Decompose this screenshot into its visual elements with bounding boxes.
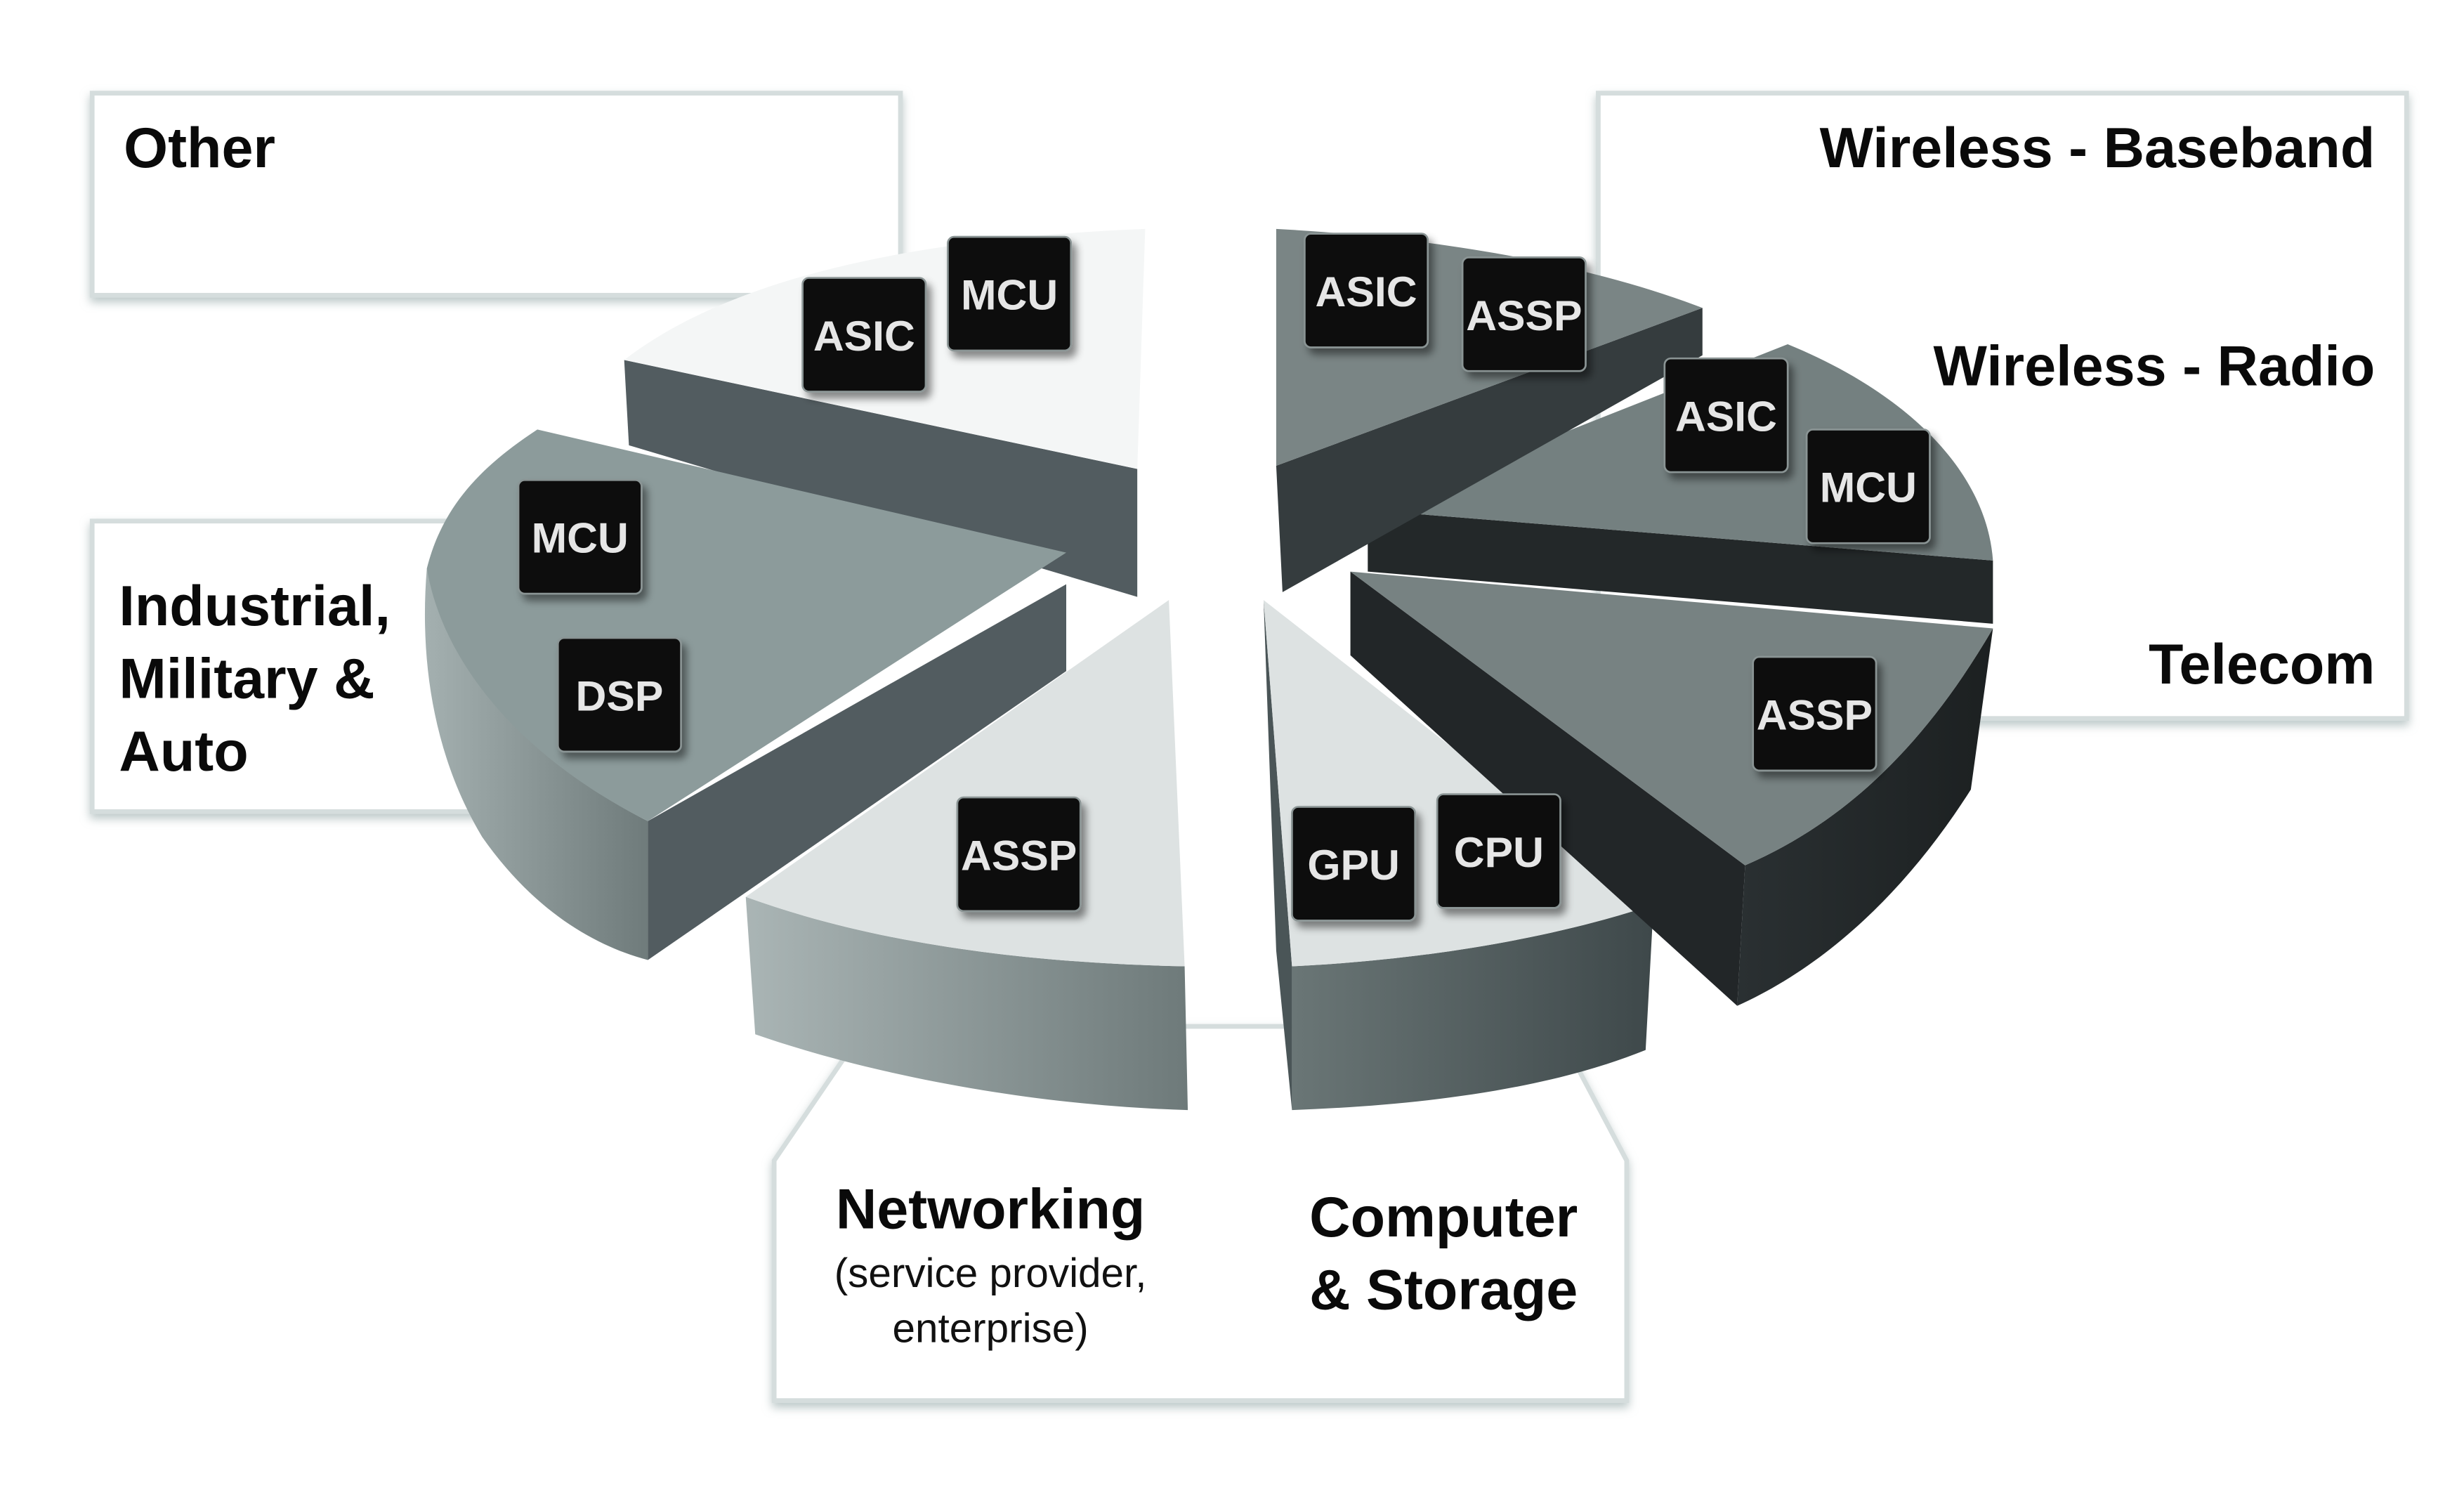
chip-layer: ASIC MCU ASIC ASSP ASIC MCU ASSP GPU CPU ASSP MCU D… [517,233,1931,922]
chip-label: ASIC [813,312,915,360]
label-industrial-line-1: Industrial, [119,575,391,638]
chip-computer-storage-cpu: CPU [1436,793,1561,909]
chip-industrial-mcu: MCU [517,478,643,595]
chip-label: MCU [1820,464,1917,511]
label-industrial-line-2: Military & [119,647,374,710]
label-industrial-line-3: Auto [119,720,248,783]
label-networking-sub-1: (service provider, [834,1250,1147,1296]
chip-body [947,235,1073,352]
label-telecom: Telecom [2149,633,2375,696]
chip-body [1291,806,1417,922]
label-other: Other [124,117,275,180]
chip-industrial-dsp: DSP [556,636,682,753]
chip-body [1805,429,1931,544]
chip-body [1752,655,1878,772]
chip-body [556,636,682,753]
chip-body [1461,256,1587,372]
label-computer-line-2: & Storage [1309,1258,1578,1321]
chip-wireless-baseband-assp: ASSP [1461,256,1587,372]
label-wireless-baseband: Wireless - Baseband [1820,117,2375,180]
chip-label: ASSP [961,831,1077,879]
label-networking-sub-2: enterprise) [892,1305,1088,1351]
chip-other-asic: ASIC [801,277,927,393]
chip-label: ASSP [1466,292,1582,339]
segment-telecom [1350,571,1993,1006]
chip-wireless-radio-mcu: MCU [1805,429,1931,544]
chip-label: ASIC [1316,268,1417,315]
label-computer-line-1: Computer [1309,1186,1578,1249]
chip-label: CPU [1454,828,1544,876]
chip-body [517,478,643,595]
label-wireless-radio: Wireless - Radio [1934,334,2375,398]
chip-telecom-assp: ASSP [1752,655,1878,772]
chip-wireless-baseband-asic: ASIC [1304,233,1429,348]
chip-label: ASSP [1757,691,1873,738]
chip-computer-storage-gpu: GPU [1291,806,1417,922]
chip-body [801,277,927,393]
chip-body [1304,233,1429,348]
chip-other-mcu: MCU [947,235,1073,352]
label-box-other [89,91,903,298]
chip-wireless-radio-asic: ASIC [1663,357,1789,474]
chip-body [1436,793,1561,909]
label-networking: Networking [836,1178,1146,1241]
chip-body [956,796,1082,913]
chip-label: DSP [576,672,664,719]
chip-label: GPU [1307,841,1399,889]
chip-networking-assp: ASSP [956,796,1082,913]
chip-label: ASIC [1675,393,1777,440]
chip-label: MCU [532,514,629,562]
chip-label: MCU [961,271,1058,319]
chip-body [1663,357,1789,474]
